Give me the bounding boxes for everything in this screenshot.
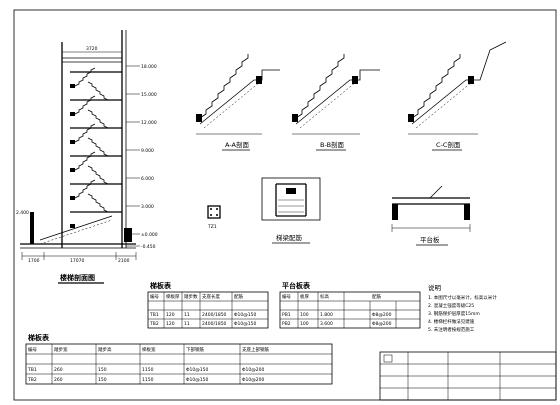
ladder-beam-title: 梯梁配筋 [276,233,303,242]
note-3: 3. 钢筋保护层厚度15mm [428,310,480,317]
table3-title: 梯板表 [28,333,50,342]
t3-r1-c2: 150 [98,377,107,383]
tz1-label: TZ1 [207,224,217,230]
t2-r1-c0: PB2 [282,321,291,327]
section-view-c: C-C剖面 [408,41,507,151]
t1-r0-c1: 120 [166,312,175,318]
elev-3: 12.000 [141,120,157,126]
dim-bottom-span: 17070 [70,258,84,264]
elev-6: 3.000 [141,204,154,210]
dim-bottom-right: 2100 [118,258,130,264]
t1-r0-c4: Φ10@150 [234,312,256,318]
view-c-title: C-C剖面 [436,140,461,149]
t1-h3: 支座长度 [202,293,220,300]
view-b-title: B-B剖面 [320,140,345,149]
t1-r0-c0: TB1 [149,312,159,318]
t3-r1-c1: 260 [54,377,63,383]
t2-r1-c2: 3.600 [320,321,333,327]
title-block-logo [383,354,393,363]
t2-h0: 编号 [282,293,291,300]
table-1: 梯板表 编号 梯板厚 踏步数 支座长度 配筋 TB1 120 11 2400/1… [147,281,269,329]
notes-title: 说明 [428,283,442,292]
note-2: 2. 混凝土强度等级C25 [428,302,474,309]
landing-title: 平台板 [420,235,440,244]
t3-r0-c0: TB1 [27,367,37,373]
elev-1: 18.000 [141,64,157,70]
t1-r1-c2: 11 [184,321,190,327]
t3-r1-c5: Φ10@200 [242,377,264,383]
table-3: 梯板表 编号 踏步宽 踏步高 梯板宽 下部钢筋 支座上部钢筋 TB1 260 1… [25,333,333,385]
stair-section: 3720 [16,30,158,284]
elev-5: 6.000 [141,176,154,182]
t1-h0: 编号 [150,293,159,300]
t3-r1-c0: TB2 [27,377,37,383]
t3-h3: 梯板宽 [142,346,156,353]
view-a-title: A-A剖面 [225,140,249,149]
elev-8: -0.450 [141,244,156,250]
t1-r1-c0: TB2 [149,321,159,327]
detail-landing: 平台板 [391,185,471,246]
t1-r1-c3: 2400/1850 [202,321,227,327]
dim-bottom-left: 1700 [28,258,40,264]
t1-r1-c4: Φ10@150 [234,321,256,327]
table1-title: 梯板表 [150,281,172,290]
t2-r1-c1: 100 [300,321,309,327]
table2-title: 平台板表 [282,281,311,290]
t2-r0-c2: 1.800 [320,312,333,318]
stair-flights [39,67,122,245]
t3-r0-c2: 150 [98,367,107,373]
t2-h1: 板厚 [300,293,309,300]
t3-h5: 支座上部钢筋 [242,346,269,353]
t3-r0-c1: 260 [54,367,63,373]
sheet-border [13,9,557,401]
t3-r0-c5: Φ10@200 [242,367,264,373]
t2-h2: 标高 [320,293,329,300]
t1-r1-c1: 120 [166,321,175,327]
elev-4: 9.000 [141,148,154,154]
t3-h4: 下部钢筋 [186,346,204,353]
t3-r1-c3: 1150 [142,377,154,383]
table-2: 平台板表 编号 板厚 标高 配筋 PB1 100 1.800 Φ8@200 PB… [279,281,421,329]
t2-h3: 配筋 [372,293,381,300]
t1-r0-c2: 11 [184,312,190,318]
t1-h2: 踏步数 [184,293,198,300]
t1-r0-c3: 2400/1850 [202,312,227,318]
section-title: 楼梯剖面图 [60,273,95,282]
note-1: 1. 本图尺寸以毫米计，标高以米计 [428,294,497,301]
t2-r0-c0: PB1 [282,312,291,318]
t3-h0: 编号 [28,346,37,353]
t2-r0-c3: Φ8@200 [372,312,392,318]
detail-tz1: TZ1 [207,205,221,230]
t3-h1: 踏步宽 [54,346,68,353]
left-ref-elev: 2.400 [16,210,29,216]
detail-ladder-beam: 梯梁配筋 [261,177,321,244]
section-view-a: A-A剖面 [196,54,280,151]
title-block [379,351,557,401]
note-4: 4. 楼梯栏杆做法见建施 [428,318,475,325]
notes: 说明 1. 本图尺寸以毫米计，标高以米计 2. 混凝土强度等级C25 3. 钢筋… [428,283,497,333]
t2-r1-c3: Φ8@200 [372,321,392,327]
t1-h1: 梯板厚 [166,293,180,300]
note-5: 5. 未注明者按规范施工 [428,326,475,333]
elevation-marks: 18.000 15.000 12.000 9.000 6.000 3.000 ±… [126,64,158,250]
t3-r0-c3: 1150 [142,367,154,373]
elev-7: ±0.000 [141,232,158,238]
section-view-b: B-B剖面 [292,54,380,151]
dim-top-span: 3720 [86,46,98,52]
t3-r0-c4: Φ10@150 [186,367,208,373]
t3-r1-c4: Φ10@150 [186,377,208,383]
t2-r0-c1: 100 [300,312,309,318]
elev-2: 15.000 [141,92,157,98]
t1-h4: 配筋 [234,293,243,300]
t3-h2: 踏步高 [98,346,112,353]
